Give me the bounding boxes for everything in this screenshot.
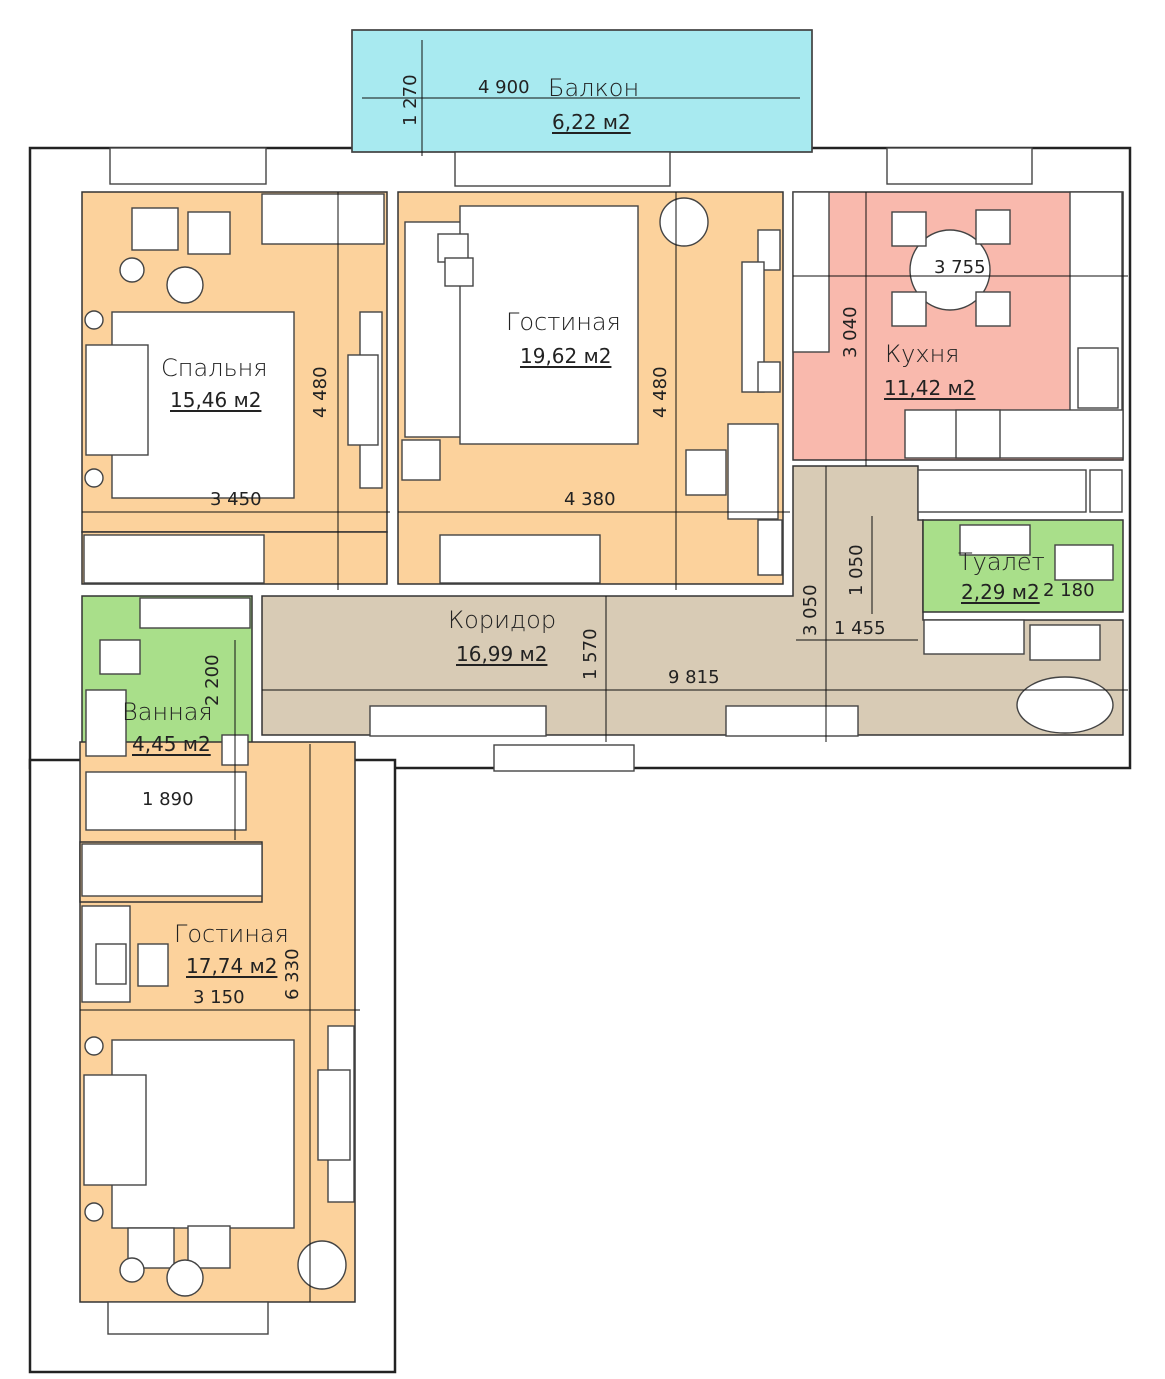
balcony-width-dim: 4 900 (478, 77, 530, 98)
bathroom-height-dim: 2 200 (202, 654, 223, 706)
kitchen-height-dim: 3 040 (840, 306, 861, 358)
hall-height-dim: 3 050 (800, 584, 821, 636)
living-furniture (401, 197, 783, 576)
living-height-dim: 4 480 (650, 366, 671, 418)
corridor-height-dim: 1 570 (580, 628, 601, 680)
balcony-height-dim: 1 270 (400, 74, 421, 126)
bedroom-height-dim: 4 480 (310, 366, 331, 418)
bathroom-width-dim: 1 890 (142, 789, 194, 810)
living2-area-value: 17,74 м2 (186, 954, 278, 978)
corridor-width-dim: 9 815 (668, 667, 720, 688)
living-name: Гостиная (506, 308, 621, 336)
balcony-area-value: 6,22 м2 (552, 110, 631, 134)
living2-width-dim: 3 150 (193, 987, 245, 1008)
living2-name: Гостиная (174, 920, 289, 948)
toilet-width-dim: 2 180 (1043, 580, 1095, 601)
kitchen-width-dim: 3 755 (934, 257, 986, 278)
living-width-dim: 4 380 (564, 489, 616, 510)
hall-width-dim: 1 455 (834, 618, 886, 639)
bathroom-area-value: 4,45 м2 (132, 732, 211, 756)
bathroom-name: Ванная (122, 698, 213, 726)
toilet-name: Туалет (958, 548, 1045, 576)
toilet-area-value: 2,29 м2 (961, 580, 1040, 604)
windows (107, 147, 1033, 1335)
living-area-value: 19,62 м2 (520, 344, 612, 368)
corridor-furniture (369, 469, 1114, 772)
corridor-name: Коридор (448, 606, 557, 634)
wardrobes (81, 534, 601, 897)
kitchen-furniture (792, 191, 1124, 459)
corridor-area-value: 16,99 м2 (456, 642, 548, 666)
living2-furniture (81, 905, 355, 1297)
bedroom-width-dim: 3 450 (210, 489, 262, 510)
kitchen-name: Кухня (885, 340, 960, 368)
balcony-name: Балкон (548, 74, 640, 102)
bedroom-name: Спальня (161, 354, 268, 382)
living2-height-dim: 6 330 (282, 948, 303, 1000)
toilet-height-dim: 1 050 (846, 544, 867, 596)
kitchen-area-value: 11,42 м2 (884, 376, 976, 400)
dimension-lines (80, 40, 1128, 1302)
bedroom-area-value: 15,46 м2 (170, 388, 262, 412)
bedroom-furniture (84, 193, 385, 499)
